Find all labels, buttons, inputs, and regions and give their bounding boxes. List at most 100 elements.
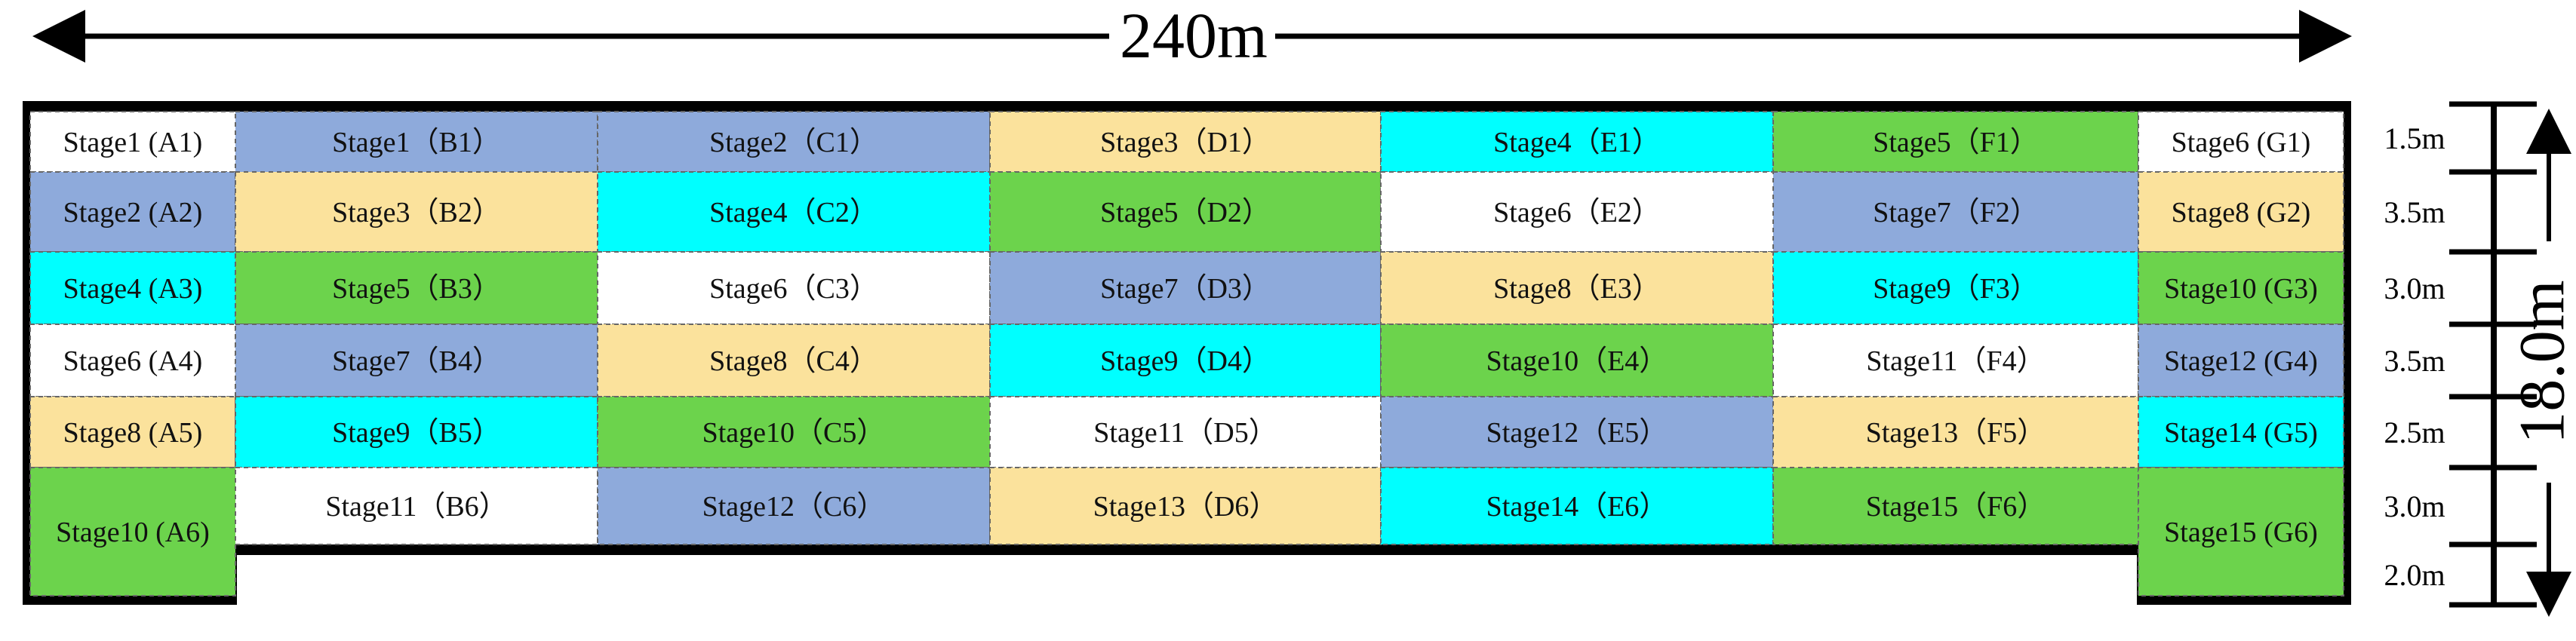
stage-cell-fill (235, 467, 598, 545)
stage-cell-fill (2138, 251, 2344, 325)
stage-cell: Stage1（B1） (235, 111, 598, 173)
stage-cell-label: Stage3（D1） (1100, 127, 1271, 158)
stage-cell-fill (1772, 467, 2139, 545)
stage-cell-label: Stage8 (G2) (2172, 197, 2311, 228)
stage-cell-fill (29, 171, 236, 253)
stage-cell-fill (1380, 251, 1774, 325)
stage-cell: Stage10 (A6) (29, 467, 236, 597)
stage-cell-fill (235, 324, 598, 397)
stage-cell: Stage14 (G5) (2138, 396, 2344, 468)
stage-cell-fill (1772, 324, 2139, 397)
stage-cell: Stage6（C3） (597, 251, 991, 325)
stage-cell: Stage11（D5） (989, 396, 1382, 468)
stage-cell-fill (597, 324, 991, 397)
stage-cell-label: Stage11（F4） (1866, 345, 2045, 377)
frame-bottom-recess (235, 544, 2138, 555)
stage-cell-fill (2138, 467, 2344, 597)
stage-cell-label: Stage15 (G6) (2164, 517, 2318, 548)
frame-left-bar (23, 101, 30, 605)
stage-cell: Stage15（F6） (1772, 467, 2139, 545)
stage-cell-label: Stage9（B5） (332, 417, 501, 449)
stage-cell: Stage4 (A3) (29, 251, 236, 325)
stage-cell-fill (29, 324, 236, 397)
row-height-label: 3.5m (2384, 195, 2445, 229)
frame-right-foot (2137, 596, 2351, 605)
stage-cell-fill (29, 251, 236, 325)
stage-cell-label: Stage8（E3） (1493, 273, 1661, 305)
stage-cell-label: Stage12（C6） (702, 491, 886, 523)
stage-cell-fill (989, 171, 1382, 253)
stage-cell-fill (2138, 324, 2344, 397)
stage-cell-fill (989, 324, 1382, 397)
stage-cell: Stage4（C2） (597, 171, 991, 253)
stage-cell-fill (989, 467, 1382, 545)
stage-cell-fill (235, 251, 598, 325)
stage-cell: Stage12（E5） (1380, 396, 1774, 468)
frame-top-bar (23, 101, 2351, 112)
stage-cell: Stage8 (A5) (29, 396, 236, 468)
stage-cell: Stage10 (G3) (2138, 251, 2344, 325)
stage-cell: Stage8（E3） (1380, 251, 1774, 325)
stage-cell-fill (2138, 396, 2344, 468)
stage-cell-label: Stage7（B4） (332, 345, 501, 377)
stage-cell-fill (2138, 171, 2344, 253)
stage-cell: Stage7（F2） (1772, 171, 2139, 253)
stage-cell-fill (2138, 111, 2344, 173)
stage-cell-label: Stage9（F3） (1873, 273, 2039, 305)
stage-cell-fill (1380, 467, 1774, 545)
stage-cell-fill (989, 111, 1382, 173)
row-height-label: 3.5m (2384, 344, 2445, 378)
stage-cell-label: Stage6（E2） (1493, 197, 1661, 228)
stage-cell: Stage7（B4） (235, 324, 598, 397)
stage-cell: Stage15 (G6) (2138, 467, 2344, 597)
stage-cell-label: Stage13（D6） (1093, 491, 1278, 523)
total-depth-label: 18.0m (2506, 280, 2576, 443)
stage-cell-fill (597, 251, 991, 325)
stage-cell: Stage8 (G2) (2138, 171, 2344, 253)
depth-dimensions: 18.0m 1.5m3.5m3.0m3.5m2.5m3.0m2.0m (2384, 101, 2576, 617)
stage-cell-fill (989, 251, 1382, 325)
stage-cell-fill (597, 467, 991, 545)
stage-cell: Stage12（C6） (597, 467, 991, 545)
row-height-label: 3.0m (2384, 271, 2445, 305)
stage-cell-fill (1380, 111, 1774, 173)
stage-cell-label: Stage6 (A4) (63, 345, 203, 377)
stage-cell: Stage12 (G4) (2138, 324, 2344, 397)
stage-cell-label: Stage8 (A5) (63, 417, 203, 449)
stage-cell-label: Stage6 (G1) (2172, 127, 2311, 158)
stage-cell: Stage9（D4） (989, 324, 1382, 397)
stage-cell: Stage1 (A1) (29, 111, 236, 173)
stage-cell: Stage11（B6） (235, 467, 598, 545)
stage-cell-label: Stage10 (G3) (2164, 273, 2318, 305)
stage-cell: Stage14（E6） (1380, 467, 1774, 545)
stage-cell-fill (29, 467, 236, 597)
row-height-label: 2.5m (2384, 416, 2445, 449)
stage-cell-label: Stage2 (A2) (63, 197, 203, 228)
stage-cell-label: Stage3（B2） (332, 197, 501, 228)
stage-cell-label: Stage13（F5） (1866, 417, 2046, 449)
stage-cell-fill (29, 396, 236, 468)
stage-cell-fill (29, 111, 236, 173)
frame-right-bar (2344, 101, 2351, 605)
stage-cell-fill (1380, 171, 1774, 253)
stage-cell-fill (597, 396, 991, 468)
stage-cell-label: Stage4（E1） (1493, 127, 1661, 158)
stage-cell: Stage6 (G1) (2138, 111, 2344, 173)
stage-cell: Stage4（E1） (1380, 111, 1774, 173)
stage-cell: Stage8（C4） (597, 324, 991, 397)
stage-cell-label: Stage2（C1） (709, 127, 878, 158)
frame-left-foot (23, 596, 237, 605)
stage-grid: Stage1 (A1) Stage1（B1） Stage2（C1） Stage3（D1… (29, 111, 2344, 597)
stage-cell: Stage5（D2） (989, 171, 1382, 253)
stage-cell-label: Stage1（B1） (332, 127, 501, 158)
stage-cell-label: Stage7（F2） (1873, 197, 2039, 228)
stage-cell-label: Stage6（C3） (709, 273, 878, 305)
stage-cell-label: Stage4（C2） (709, 197, 878, 228)
stage-cell: Stage2 (A2) (29, 171, 236, 253)
stage-cell: Stage9（F3） (1772, 251, 2139, 325)
stage-cell-label: Stage1 (A1) (63, 127, 203, 158)
stage-cell-fill (235, 111, 598, 173)
stage-cell: Stage3（B2） (235, 171, 598, 253)
stage-cell-label: Stage11（D5） (1093, 417, 1277, 449)
